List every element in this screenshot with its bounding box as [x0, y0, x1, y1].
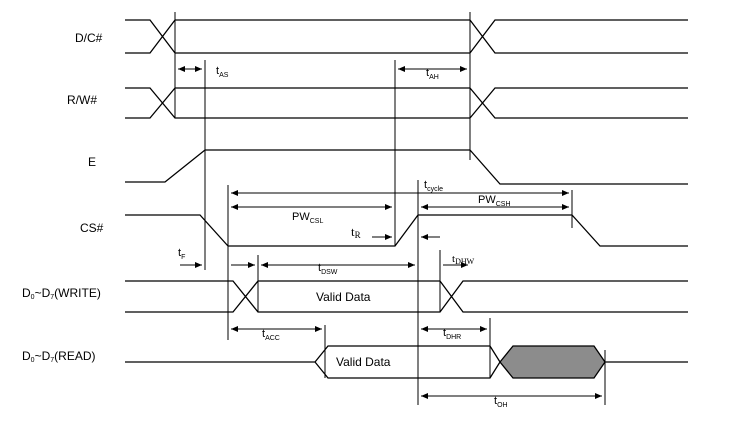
reference-lines: [174, 12, 606, 405]
signal-label-rw: R/W#: [67, 93, 97, 107]
timing-label-toh: tOH: [494, 395, 508, 409]
signal-label-dc: D/C#: [75, 31, 103, 45]
timing-arrows: [178, 66, 602, 399]
invalid-data-region: [499, 345, 606, 379]
waveform-data-write: [125, 280, 688, 313]
signal-label-cs: CS#: [80, 221, 104, 235]
timing-label-tdsw: tDSW: [318, 262, 338, 276]
signal-label-d-write: D0~D7(WRITE): [22, 286, 101, 301]
timing-label-pwcsl: PWCSL: [292, 211, 323, 225]
waveform-cs: [125, 214, 688, 247]
timing-label-tf: tF: [178, 247, 185, 261]
waveform-e: [125, 149, 688, 185]
timing-label-pwcsh: PWCSH: [478, 194, 511, 208]
valid-data-write-label: Valid Data: [316, 290, 371, 304]
signal-label-d-read: D0~D7(READ): [22, 349, 96, 364]
timing-label-tdhw: tDHW: [452, 253, 475, 266]
waveform-dc: [125, 19, 688, 54]
timing-label-tas: tAS: [216, 65, 229, 79]
waveform-rw: [125, 87, 688, 119]
valid-data-read-label: Valid Data: [336, 355, 391, 369]
timing-label-tr: tR: [351, 224, 361, 240]
timing-label-tdhr: tDHR: [443, 327, 461, 341]
timing-label-tah: tAH: [426, 67, 439, 81]
waveform-data-read: [125, 345, 688, 379]
signal-label-e: E: [88, 155, 96, 169]
timing-label-tacc: tACC: [262, 328, 280, 342]
timing-label-tcycle: tcycle: [424, 179, 443, 193]
